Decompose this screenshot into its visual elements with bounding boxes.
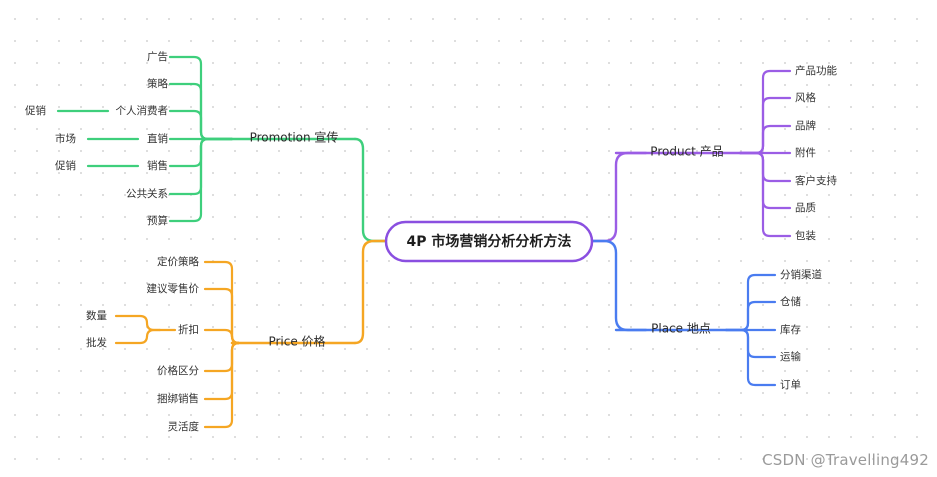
subleaf-promotion-1[interactable]: 促销 (25, 104, 46, 117)
leaf-place-5[interactable]: 订单 (780, 379, 801, 391)
connector-product-item-1 (738, 69, 792, 155)
leaf-product-7[interactable]: 包装 (795, 229, 816, 242)
connector-promotion-item-7 (168, 137, 234, 223)
connector-promotion-item-3 (168, 109, 234, 141)
subleaf-promotion-3[interactable]: 促销 (55, 159, 76, 172)
leaf-promotion-3[interactable]: 个人消费者 (116, 104, 169, 117)
leaf-product-4[interactable]: 附件 (795, 146, 816, 159)
connector-price-item-2 (203, 287, 240, 345)
leaf-place-1[interactable]: 分销渠道 (780, 268, 822, 281)
leaf-price-5[interactable]: 捆绑销售 (157, 392, 199, 405)
connector-price-item-4 (203, 341, 240, 373)
leaf-price-4[interactable]: 价格区分 (157, 364, 199, 377)
leaf-price-6[interactable]: 灵活度 (168, 420, 200, 433)
leaf-promotion-5[interactable]: 销售 (147, 159, 168, 172)
leaf-price-3[interactable]: 折扣 (178, 323, 199, 336)
connector-price-sub-1 (114, 314, 162, 332)
connector-root-place (590, 239, 648, 332)
root-node[interactable]: 4P 市场营销分析分析方法 (384, 220, 594, 263)
root-node-border (384, 220, 594, 263)
leaf-product-3[interactable]: 品牌 (795, 119, 816, 132)
leaf-product-2[interactable]: 风格 (795, 91, 816, 104)
leaf-product-1[interactable]: 产品功能 (795, 64, 837, 77)
connector-root-promotion (353, 137, 388, 243)
leaf-promotion-2[interactable]: 策略 (147, 77, 168, 90)
subleaf-price-2[interactable]: 批发 (86, 336, 107, 349)
connector-product-item-7 (738, 151, 792, 238)
leaf-promotion-4[interactable]: 直销 (147, 132, 168, 145)
leaf-product-5[interactable]: 客户支持 (795, 174, 837, 187)
connector-root-product (590, 151, 648, 243)
connector-product-item-3 (738, 124, 792, 155)
connector-price-item-3 (203, 328, 240, 345)
root-node-label: 4P 市场营销分析分析方法 (407, 233, 572, 250)
leaf-place-2[interactable]: 仓储 (780, 295, 801, 308)
leaf-place-4[interactable]: 运输 (780, 350, 801, 363)
subleaf-price-1[interactable]: 数量 (86, 309, 107, 322)
connector-price-sub-2 (114, 328, 162, 345)
connector-root-price (353, 239, 388, 345)
leaf-price-1[interactable]: 定价策略 (157, 255, 199, 268)
connector-place-item-5 (724, 328, 777, 387)
connector-price-item-6 (203, 341, 240, 429)
subleaf-promotion-2[interactable]: 市场 (55, 132, 76, 145)
leaf-price-2[interactable]: 建议零售价 (147, 282, 200, 295)
branch-label-promotion[interactable]: Promotion 宣传 (250, 130, 339, 145)
connector-product-item-5 (738, 151, 792, 183)
branch-label-price[interactable]: Price 价格 (268, 334, 325, 349)
leaf-promotion-6[interactable]: 公共关系 (126, 187, 168, 200)
branch-label-product[interactable]: Product 产品 (650, 145, 723, 159)
leaf-product-6[interactable]: 品质 (795, 202, 816, 214)
node-labels: Promotion 宣传广告策略个人消费者直销销售公共关系预算促销市场促销Pri… (25, 50, 837, 433)
connector-place-item-4 (724, 328, 777, 359)
leaf-promotion-7[interactable]: 预算 (147, 214, 168, 227)
leaf-promotion-1[interactable]: 广告 (147, 50, 168, 63)
connector-lines (56, 55, 792, 429)
leaf-place-3[interactable]: 库存 (780, 323, 801, 336)
watermark: CSDN @Travelling492 (762, 451, 929, 469)
branch-label-place[interactable]: Place 地点 (651, 322, 711, 336)
connector-place-item-2 (724, 300, 777, 332)
